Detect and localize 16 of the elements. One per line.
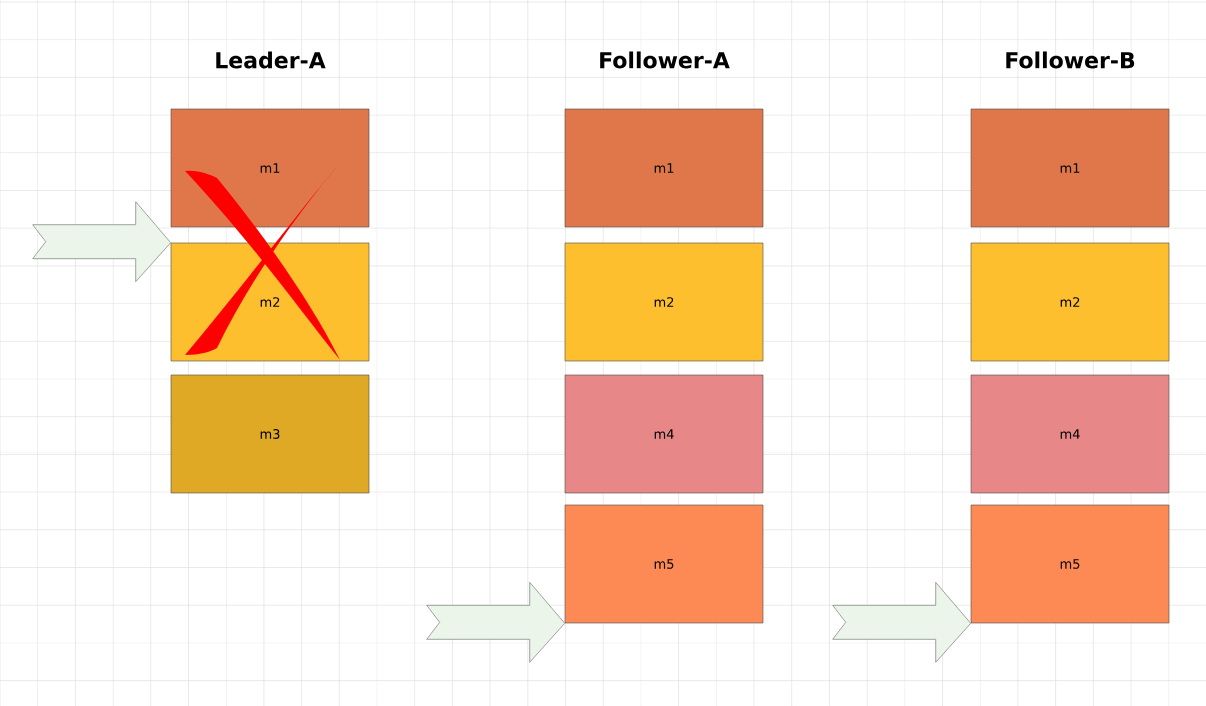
message-box: m1 xyxy=(170,108,370,228)
message-box: m4 xyxy=(970,374,1170,494)
column-title: Follower-A xyxy=(600,51,730,69)
block-arrow xyxy=(426,582,565,663)
column-title: Follower-B xyxy=(1006,51,1135,69)
message-box: m4 xyxy=(564,374,764,494)
column-title: Leader-A xyxy=(216,51,326,69)
block-arrow xyxy=(32,201,171,282)
message-box: m2 xyxy=(970,242,1170,362)
message-box: m3 xyxy=(170,374,370,494)
message-box: m1 xyxy=(970,108,1170,228)
message-box: m2 xyxy=(564,242,764,362)
block-arrow xyxy=(832,582,971,663)
message-box: m5 xyxy=(564,504,764,624)
message-box: m5 xyxy=(970,504,1170,624)
message-box: m1 xyxy=(564,108,764,228)
